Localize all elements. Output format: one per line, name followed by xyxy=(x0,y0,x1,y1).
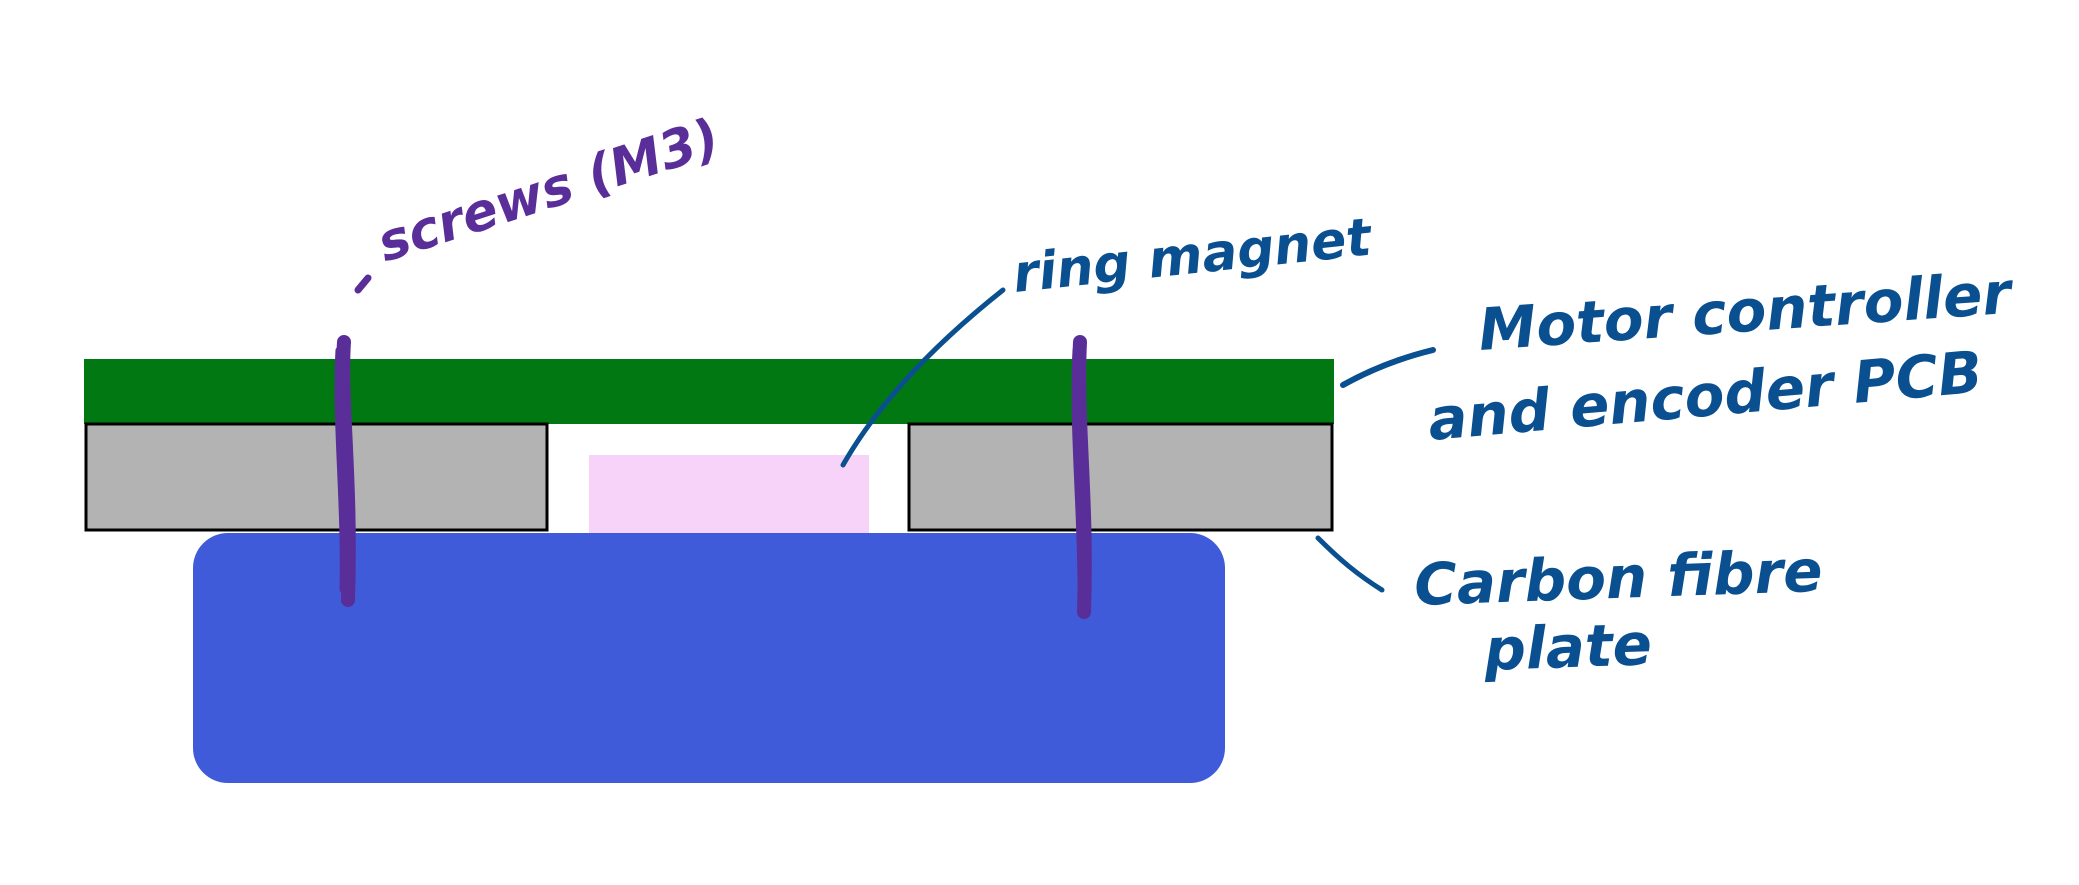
screw-left xyxy=(334,335,356,607)
plate-label-line-2: plate xyxy=(1482,610,1653,684)
pcb-leader-line xyxy=(1340,347,1436,388)
plate-leader-line xyxy=(1315,535,1385,593)
ring-magnet xyxy=(589,455,869,533)
ring-magnet-leader-line xyxy=(840,287,1006,468)
pcb-layer xyxy=(84,359,1334,424)
ring-magnet-label: ring magnet xyxy=(1010,207,1376,304)
screw-right xyxy=(1071,335,1092,619)
plate-label-line-1: Carbon fibre xyxy=(1413,537,1823,619)
carbon-plate-right xyxy=(907,422,1334,532)
screws-leader-line xyxy=(354,274,372,294)
motor-body xyxy=(193,533,1225,783)
carbon-plate-left xyxy=(84,422,549,532)
screws-label: screws (M3) xyxy=(370,108,726,275)
